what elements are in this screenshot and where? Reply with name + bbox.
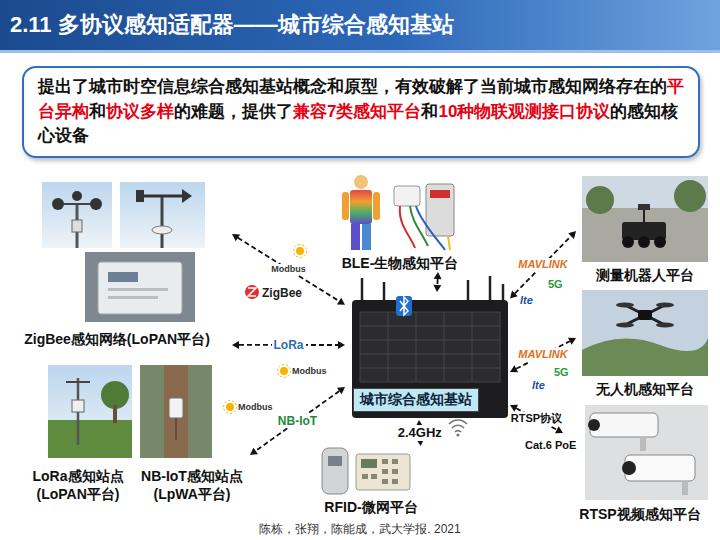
connector-line: [256, 391, 340, 451]
drone-photo: [582, 290, 708, 376]
robot-photo: [582, 176, 708, 262]
source-caption: 陈栋，张翔，陈能成，武大学报. 2021: [0, 521, 720, 538]
protocol-tag: ZigBee: [262, 286, 302, 300]
protocol-tag: Modbus: [292, 366, 327, 377]
arrow-head: [433, 285, 441, 292]
highlight-text: 兼容7类感知平台: [293, 102, 421, 121]
arrow-head: [337, 387, 345, 394]
summary-text: 提出了城市时空信息综合感知基站概念和原型，有效破解了当前城市感知网络存在的: [38, 77, 667, 96]
connector-line: [516, 341, 570, 369]
arrow-head: [232, 341, 239, 349]
arrow-head: [232, 234, 240, 241]
protocol-label: LoRa: [272, 338, 306, 352]
uav-platform: 无人机感知平台: [576, 288, 714, 398]
arrow-head: [510, 365, 518, 372]
protocol-tag: 5G: [554, 366, 569, 379]
protocol-label: 2.4GHz: [396, 425, 444, 441]
arrow-head: [510, 291, 518, 299]
dashed-connector: [232, 234, 345, 305]
platform-caption: BLE-生物感知平台: [323, 254, 477, 272]
rfid-platform: RFID-微网平台: [310, 446, 432, 516]
dashed-connector: [510, 231, 576, 298]
nbiot-photo: [140, 365, 212, 458]
arrow-head: [337, 298, 345, 305]
platform-caption: ZigBee感知网络(LoPAN平台): [2, 330, 232, 348]
robot-platform: 测量机器人平台: [576, 176, 714, 284]
ble-platform: BLE-生物感知平台: [323, 168, 477, 272]
camera-photo: [585, 405, 708, 500]
base-station: 城市综合感知基站: [345, 292, 510, 420]
platform-caption: RFID-微网平台: [310, 498, 432, 516]
summary-callout: 提出了城市时空信息综合感知基站概念和原型，有效破解了当前城市感知网络存在的平台异…: [22, 66, 700, 158]
arrow-head: [568, 231, 576, 239]
summary-text: 和: [89, 102, 106, 121]
arrow-head: [338, 341, 345, 349]
protocol-label: NB-IoT: [276, 414, 319, 428]
platform-caption: LoRa感知站点 (LoPAN平台): [20, 467, 136, 503]
protocol-tag: Modbus: [238, 402, 273, 413]
station-label: 城市综合感知基站: [353, 388, 479, 412]
summary-text: 和: [421, 102, 438, 121]
arrow-head: [250, 448, 258, 455]
title-bar: 2.11 多协议感知适配器——城市综合感知基站: [0, 0, 720, 50]
protocol-tag: lte: [520, 294, 533, 307]
bio-sensor-figure: [342, 175, 454, 250]
arrow-head: [434, 272, 442, 279]
connector-line: [515, 236, 571, 293]
summary-text: 的难题，提供了: [174, 102, 293, 121]
rfid-devices: [322, 448, 410, 494]
slide-title: 2.11 多协议感知适配器——城市综合感知基站: [0, 0, 720, 50]
video-platform: RTSP视频感知平台: [563, 403, 717, 523]
highlight-text: 10种物联观测接口协议: [438, 102, 610, 121]
base-station-device: [352, 276, 508, 418]
lora-station: LoRa感知站点 (LoPAN平台): [20, 363, 136, 503]
protocol-label: MAVLINK: [516, 258, 569, 271]
arrow-head: [510, 405, 518, 412]
platform-caption: RTSP视频感知平台: [563, 505, 717, 523]
zigbee-platform: ZigBee感知网络(LoPAN平台): [2, 178, 232, 348]
dashed-connector: [433, 272, 441, 292]
arrow-head: [568, 338, 576, 345]
protocol-label: MAVLINK: [516, 348, 569, 361]
connector-line: [238, 238, 339, 301]
protocol-tag: lte: [532, 379, 545, 392]
arrow-head: [555, 426, 563, 433]
weather-photos: [42, 182, 205, 322]
dashed-connector: [250, 387, 345, 455]
protocol-tag: 5G: [548, 278, 563, 291]
connector-line: [436, 279, 438, 285]
title-rule: [0, 50, 720, 53]
platform-caption: 测量机器人平台: [576, 266, 714, 284]
nbiot-station: NB-IoT感知站点 (LpWA平台): [134, 363, 250, 503]
protocol-label: RTSP协议: [509, 412, 564, 425]
lora-photo: [48, 365, 132, 458]
protocol-tag: Cat.6 PoE: [525, 439, 576, 452]
protocol-label: Modbus: [269, 264, 308, 275]
highlight-text: 协议多样: [106, 102, 174, 121]
platform-caption: 无人机感知平台: [576, 380, 714, 398]
platform-caption: NB-IoT感知站点 (LpWA平台): [134, 467, 250, 503]
